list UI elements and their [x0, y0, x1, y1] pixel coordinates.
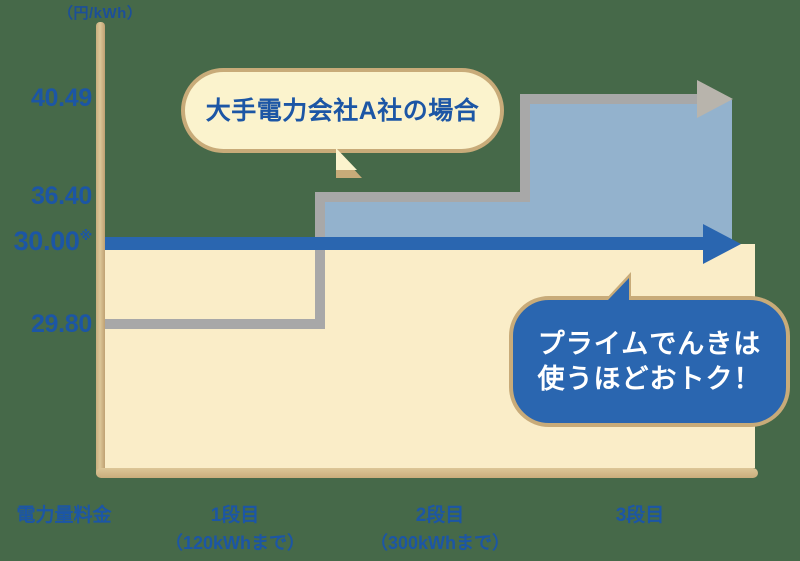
y-tick-29-80: 29.80 — [0, 310, 92, 339]
footnote-mark: ※ — [79, 228, 93, 243]
company-a-arrow-icon — [697, 80, 733, 118]
y-tick-40-49-value: 40.49 — [30, 84, 92, 112]
company-a-callout-tail-inner — [336, 148, 357, 170]
x-tick-tier3-main: 3段目 — [615, 505, 665, 526]
company-a-step2-line — [315, 192, 530, 202]
y-axis — [96, 22, 105, 477]
prime-callout-bubble: プライムでんきは 使うほどおトク！ — [509, 296, 790, 427]
y-tick-30-00-value: 30.00 — [13, 226, 80, 256]
prime-callout-tail-inner — [608, 278, 629, 300]
x-tick-tier1-sub: （120kWhまで） — [164, 532, 306, 553]
x-axis-title-text: 電力量料金 — [16, 505, 112, 526]
x-axis-title: 電力量料金 — [0, 502, 128, 530]
company-a-step1-line — [105, 319, 325, 329]
y-tick-40-49: 40.49 — [0, 84, 92, 113]
x-tick-tier3: 3段目 — [555, 502, 725, 530]
x-tick-tier2-main: 2段目 — [415, 505, 465, 526]
y-tick-29-80-value: 29.80 — [30, 310, 92, 338]
prime-callout-line1: プライムでんきは — [537, 328, 762, 359]
company-a-callout-bubble: 大手電力会社A社の場合 — [181, 68, 504, 153]
x-tick-tier1-main: 1段目 — [210, 505, 260, 526]
company-a-step3-line — [520, 94, 705, 104]
prime-arrow-icon — [703, 224, 741, 264]
x-tick-tier2-sub: （300kWhまで） — [369, 532, 511, 553]
company-a-step3-block — [523, 100, 732, 246]
y-axis-unit-label: （円/kWh） — [58, 5, 143, 22]
x-tick-tier1: 1段目 （120kWhまで） — [150, 502, 320, 556]
y-tick-30-00: 30.00※ — [0, 226, 93, 257]
x-axis — [96, 468, 758, 478]
prime-flat-line — [105, 237, 712, 250]
company-a-riser-1-2 — [315, 192, 325, 329]
y-tick-36-40-value: 36.40 — [30, 182, 92, 210]
prime-callout-line2: 使うほどおトク！ — [537, 363, 762, 394]
y-tick-36-40: 36.40 — [0, 182, 92, 211]
company-a-riser-2-3 — [520, 94, 530, 202]
company-a-callout-text: 大手電力会社A社の場合 — [205, 96, 480, 125]
x-tick-tier2: 2段目 （300kWhまで） — [350, 502, 530, 556]
